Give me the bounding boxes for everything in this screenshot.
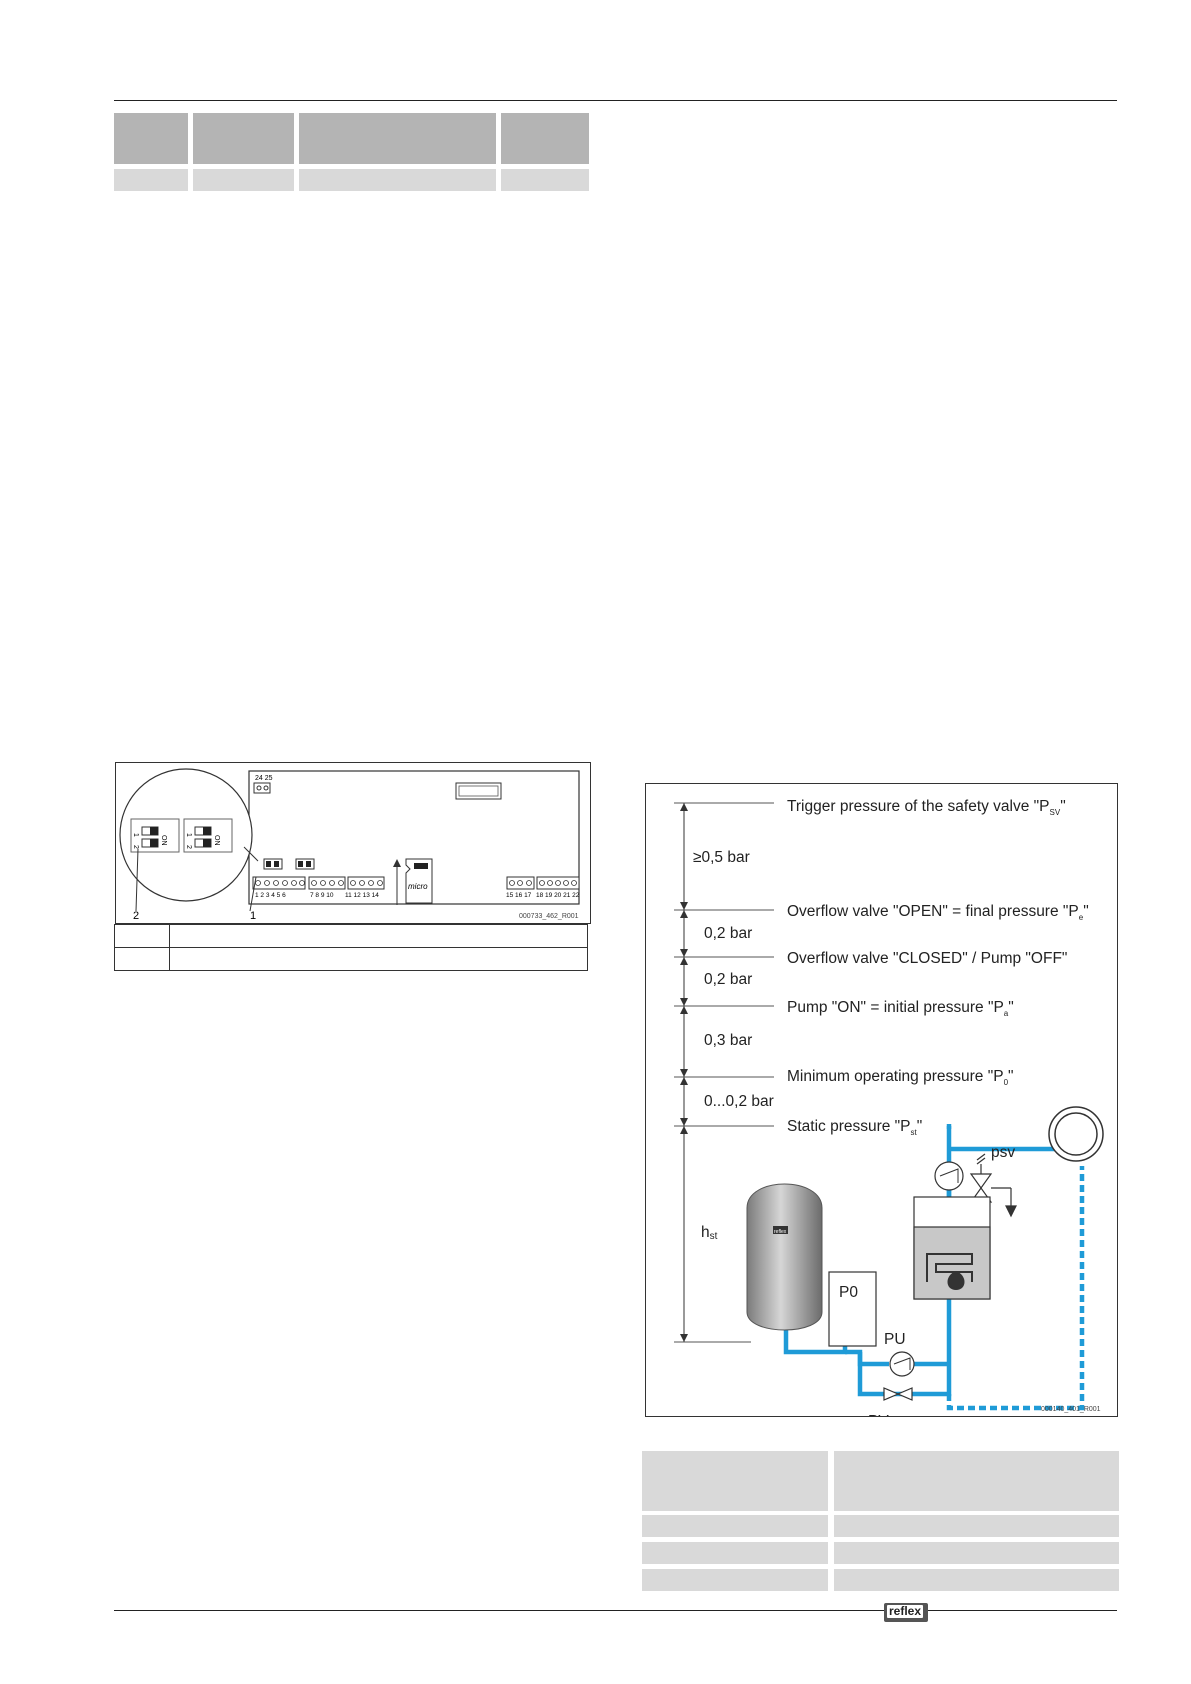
pu-label: PU	[884, 1331, 906, 1348]
svg-text:micro: micro	[408, 882, 428, 891]
table-row-cell	[299, 169, 496, 191]
table-row	[114, 947, 588, 971]
expansion-vessel-icon	[746, 1183, 823, 1331]
table-row	[114, 924, 588, 948]
terminal-labels-4: 15 16 17	[506, 892, 532, 899]
diagram-figure-id: 000140_401_R001	[1041, 1406, 1101, 1413]
interval-label: 0,2 bar	[704, 971, 752, 988]
svg-text:1: 1	[132, 833, 139, 837]
legend-table	[114, 924, 588, 971]
interval-label: 0,3 bar	[704, 1032, 752, 1049]
level-label-pst: Static pressure "Pst"	[787, 1118, 922, 1137]
terminal-block	[253, 782, 271, 794]
terminal-labels-3: 11 12 13 14	[345, 892, 379, 899]
display-window	[455, 782, 502, 800]
svg-text:ON: ON	[213, 835, 220, 846]
p0-label: P0	[839, 1284, 858, 1301]
valve-pv-icon	[883, 1387, 913, 1401]
table-header-cell	[193, 113, 294, 164]
reflex-logo: reflex	[884, 1603, 928, 1622]
terminal-labels-1: 1 2 3 4 5 6	[255, 892, 286, 899]
table-row-cell	[501, 169, 589, 191]
table-row-cell	[114, 169, 188, 191]
psv-label: psv	[991, 1144, 1015, 1161]
interval-label: ≥0,5 bar	[693, 849, 750, 866]
dip-switch-group-b: ON 1 2	[185, 826, 220, 849]
terminal-top-label: 24 25	[255, 775, 273, 782]
dip-switch-group-a: ON 1 2	[132, 826, 167, 849]
control-board-figure: 24 25 ON 1 2 ON 1 2	[115, 762, 591, 924]
svg-text:1: 1	[185, 833, 192, 837]
level-label-pe: Overflow valve "OPEN" = final pressure "…	[787, 903, 1089, 922]
pv-label: PV	[868, 1413, 889, 1416]
interval-label: 0,2 bar	[704, 925, 752, 942]
hst-label: hst	[701, 1224, 718, 1242]
svg-text:ON: ON	[160, 835, 167, 846]
terminal-labels-2: 7 8 9 10	[310, 892, 334, 899]
interval-label: 0...0,2 bar	[704, 1093, 774, 1110]
level-label-p0: Minimum operating pressure "P0"	[787, 1068, 1014, 1087]
circulation-pump-icon	[934, 1161, 964, 1191]
tank-logo: reflex	[774, 1229, 787, 1235]
burner-icon	[926, 1253, 973, 1291]
level-label-pump-off: Overflow valve "CLOSED" / Pump "OFF"	[787, 950, 1067, 967]
micro-sd-card	[405, 858, 433, 904]
terminal-strips	[252, 876, 580, 890]
table-row-cell	[642, 1542, 828, 1564]
table-row-cell	[193, 169, 294, 191]
table-row-cell	[834, 1569, 1119, 1591]
level-label-psv: Trigger pressure of the safety valve "PS…	[787, 798, 1066, 817]
table-header-cell	[299, 113, 496, 164]
control-unit-p0	[828, 1271, 877, 1347]
footer-rule	[114, 1610, 1117, 1611]
pump-pu-icon	[889, 1351, 915, 1377]
table-header-cell	[642, 1451, 828, 1511]
svg-text:2: 2	[132, 845, 139, 849]
table-header-cell	[834, 1451, 1119, 1511]
return-piping	[946, 1166, 1085, 1411]
callout-1: 1	[250, 910, 256, 922]
table-row-cell	[642, 1515, 828, 1537]
table-row-cell	[642, 1569, 828, 1591]
level-label-pa: Pump "ON" = initial pressure "Pa"	[787, 999, 1014, 1018]
header-rule	[114, 100, 1117, 101]
table-header-cell	[114, 113, 188, 164]
terminal-labels-5: 18 19 20 21 22	[536, 892, 580, 899]
svg-text:2: 2	[185, 845, 192, 849]
table-row-cell	[834, 1542, 1119, 1564]
table-row-cell	[834, 1515, 1119, 1537]
figure-id: 000733_462_R001	[519, 913, 579, 920]
table-header-cell	[501, 113, 589, 164]
callout-2: 2	[133, 910, 139, 922]
pressure-diagram-figure: Trigger pressure of the safety valve "PS…	[645, 783, 1118, 1430]
